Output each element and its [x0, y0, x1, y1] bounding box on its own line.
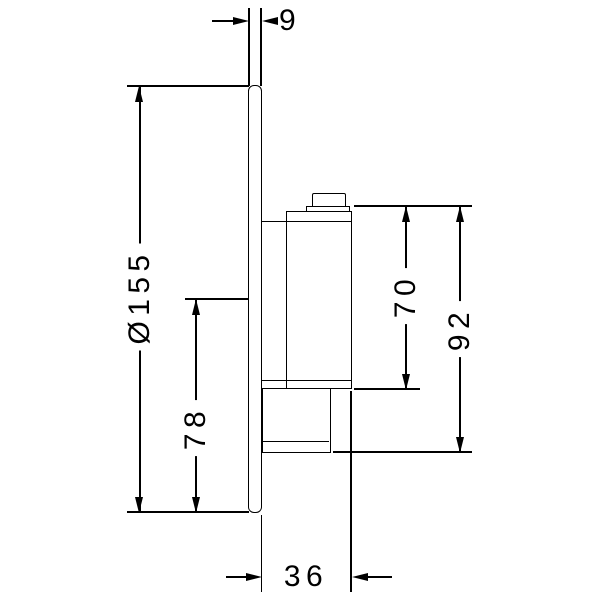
- arrowhead-overall-height-bottom: [455, 436, 464, 453]
- arrowhead-center-bottom-top: [191, 299, 200, 315]
- dim-line-depth-left: [226, 576, 246, 578]
- arrowhead-overall-height-top: [455, 206, 464, 222]
- arrowhead-depth-left: [245, 572, 262, 581]
- dim-label-thickness: 9: [278, 4, 302, 37]
- arrowhead-diameter-top: [135, 86, 144, 102]
- extension-line-plate-top: [127, 85, 249, 87]
- dim-line-depth-right: [366, 576, 392, 578]
- extension-line-body-top: [354, 205, 472, 207]
- escutcheon-plate: [248, 85, 262, 513]
- arrowhead-diameter-bottom: [135, 496, 144, 513]
- extension-line-depth-left: [260, 515, 263, 592]
- extension-line-plate-bottom: [127, 511, 249, 513]
- extension-line-plate-front: [248, 8, 250, 86]
- arrowhead-thickness-left: [232, 16, 249, 25]
- arrowhead-depth-right: [351, 572, 368, 581]
- arrowhead-body-height-top: [401, 206, 410, 222]
- extension-line-center: [185, 298, 249, 300]
- body-base-joint-line: [262, 379, 351, 382]
- arrowhead-thickness-right: [262, 16, 278, 25]
- dim-label-depth: 36: [277, 560, 335, 594]
- extension-line-housing-bottom: [333, 451, 472, 453]
- extension-line-plate-back: [260, 8, 262, 86]
- body-lid-joint-line: [262, 220, 351, 223]
- arrowhead-center-bottom-bottom: [191, 496, 200, 513]
- dim-line-thickness-left: [212, 20, 234, 22]
- dim-label-overall-height: 92: [443, 300, 477, 358]
- valve-body: [285, 211, 352, 389]
- extension-line-depth-right: [350, 391, 352, 592]
- dim-label-center-bottom: 78: [179, 399, 213, 457]
- lower-housing: [262, 388, 331, 453]
- lower-housing-step-line: [263, 440, 329, 443]
- dim-label-body-height: 70: [389, 267, 423, 325]
- extension-line-body-bottom: [354, 388, 420, 390]
- dim-label-diameter: Ø155: [123, 243, 157, 351]
- arrowhead-body-height-bottom: [401, 373, 410, 390]
